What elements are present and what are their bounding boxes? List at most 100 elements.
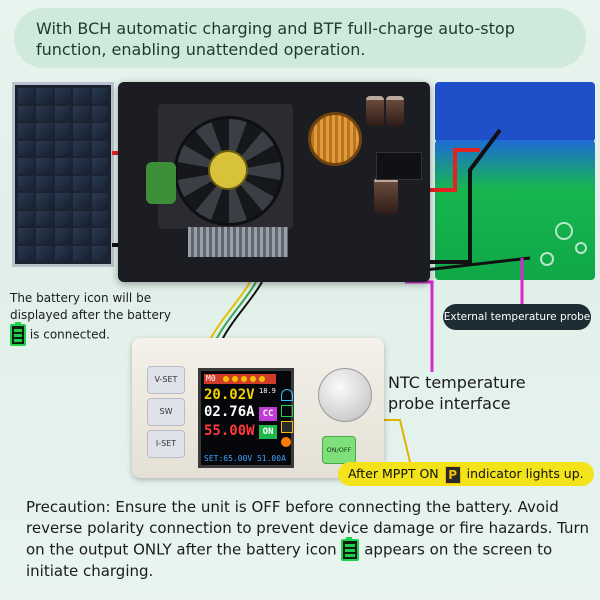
battery-top [435, 82, 595, 142]
battery-positive-wire [425, 148, 480, 192]
solar-cell [54, 245, 72, 261]
solar-cell [18, 88, 35, 104]
sun-icon [281, 437, 291, 447]
sw-button[interactable]: SW [147, 398, 185, 426]
solar-cell [18, 123, 35, 139]
battery-icon-note: The battery icon will be displayed after… [10, 290, 185, 346]
mppt-indicator-label: After MPPT ON P indicator lights up. [338, 462, 594, 486]
mppt-text-before: After MPPT ON [348, 466, 439, 481]
solar-cell [36, 158, 53, 174]
status-dot [241, 376, 247, 382]
precaution-part2: appears on the screen to initiate chargi… [26, 540, 553, 581]
solar-cell [54, 123, 72, 139]
green-inductor [146, 162, 176, 204]
solar-cell [73, 105, 90, 121]
top-banner: With BCH automatic charging and BTF full… [14, 8, 586, 68]
bubble-decoration [575, 242, 587, 254]
solar-cell [36, 228, 53, 244]
solar-cell [91, 175, 108, 191]
battery-body [435, 140, 595, 280]
external-probe-label: External temperature probe [443, 304, 591, 330]
solar-cell [73, 158, 90, 174]
status-dot [232, 376, 238, 382]
on-tag: ON [259, 425, 277, 439]
solar-cell [91, 245, 108, 261]
solar-cell [73, 193, 90, 209]
bubble-decoration [540, 252, 554, 266]
solar-cell [73, 123, 90, 139]
solar-cell [36, 88, 53, 104]
screen-power: 55.00W [204, 423, 255, 439]
screen-voltage: 20.02V [204, 387, 255, 403]
solar-cell [54, 105, 72, 121]
solar-cell [36, 140, 53, 156]
screen-status-bar [204, 374, 276, 384]
solar-cell [73, 228, 90, 244]
capacitor [386, 96, 404, 126]
i-set-button[interactable]: I-SET [147, 430, 185, 458]
capacitor [366, 96, 384, 126]
solar-cell [18, 228, 35, 244]
comm-wire [215, 281, 257, 341]
solar-cell [91, 123, 108, 139]
screen-set-line: SET:65.00V 51.00A [204, 454, 286, 463]
status-dot [223, 376, 229, 382]
solar-cell [18, 140, 35, 156]
capacitor [374, 178, 398, 214]
precaution-text: Precaution: Ensure the unit is OFF befor… [26, 497, 590, 582]
solar-cell [91, 105, 108, 121]
wifi-icon [281, 389, 293, 401]
solar-cell [36, 193, 53, 209]
on-off-button[interactable]: ON/OFF [322, 436, 356, 464]
solar-cell [18, 105, 35, 121]
solar-cell [91, 158, 108, 174]
comm-wire [209, 281, 251, 341]
rotary-knob[interactable] [318, 368, 372, 422]
mppt-p-icon: P [444, 465, 461, 484]
battery-icon [281, 405, 293, 417]
heatsink [188, 227, 288, 257]
screen-mode: M0 [206, 374, 216, 383]
solar-cell [18, 193, 35, 209]
solar-cell [54, 140, 72, 156]
solar-cell [73, 140, 90, 156]
battery-negative-wire [425, 128, 502, 264]
screen-temperature: 18.9 [259, 387, 276, 395]
solar-cell [36, 123, 53, 139]
solar-cell [36, 210, 53, 226]
battery-pack-image [435, 82, 595, 282]
lcd-screen: M0 20.02V 02.76A 55.00W 18.9 CC ON SET:6… [198, 368, 294, 468]
fan-hub [208, 150, 248, 190]
cc-tag: CC [259, 407, 277, 421]
solar-cell [73, 245, 90, 261]
v-set-button[interactable]: V-SET [147, 366, 185, 394]
status-dot [259, 376, 265, 382]
solar-cell [36, 245, 53, 261]
precaution-part1: Precaution: Ensure the unit is OFF befor… [26, 498, 589, 559]
solar-cell [73, 88, 90, 104]
battery-icon-note-end: is connected. [29, 327, 110, 342]
inductor-coil [308, 112, 362, 166]
mppt-text-after: indicator lights up. [466, 466, 584, 481]
solar-cell [36, 105, 53, 121]
solar-cell [54, 228, 72, 244]
solar-cell [91, 193, 108, 209]
solar-cell [54, 158, 72, 174]
battery-icon [10, 322, 26, 346]
solar-panel-image [12, 82, 114, 267]
solar-cell [18, 245, 35, 261]
comm-wire [221, 281, 263, 341]
banner-text: With BCH automatic charging and BTF full… [36, 19, 515, 59]
ntc-interface-label: NTC temperature probe interface [388, 373, 526, 413]
solar-cell [73, 175, 90, 191]
solar-cell [91, 210, 108, 226]
solar-cell [54, 88, 72, 104]
battery-icon-note-text: The battery icon will be displayed after… [10, 291, 171, 322]
solar-cell [18, 158, 35, 174]
relay-block [376, 152, 422, 180]
controller-board-image [118, 82, 430, 282]
solar-cell [91, 88, 108, 104]
display-module: V-SET SW I-SET M0 20.02V 02.76A 55.00W 1… [132, 338, 384, 478]
mppt-icon [281, 421, 293, 433]
battery-icon [341, 537, 360, 561]
